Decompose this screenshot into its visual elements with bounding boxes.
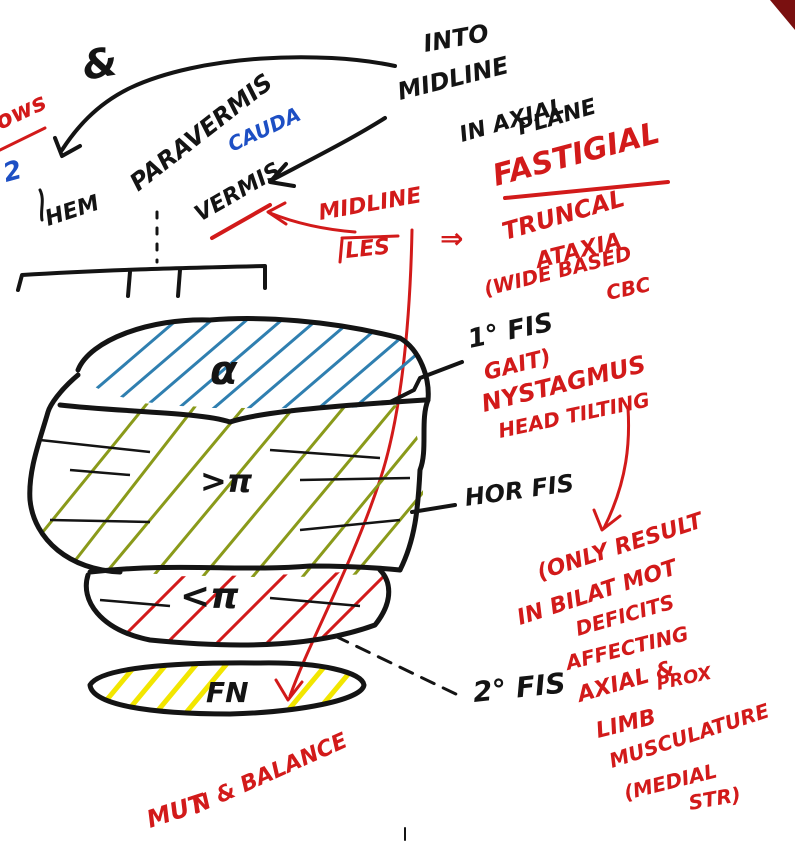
horizontal-fissure-label: HOR FIS: [463, 469, 576, 512]
fastigial-line-4: CBC: [604, 272, 653, 305]
into-label: INTO: [421, 19, 491, 58]
zone-bracket: [18, 266, 265, 290]
balance-label: N & BALANCE: [188, 729, 351, 820]
fn-label: FN: [206, 676, 249, 709]
double-arrow: ⇒: [440, 222, 463, 255]
above-pi-label: >π: [200, 462, 253, 500]
bracket-tick-1: [128, 272, 130, 296]
secondary-fissure-dashes: [335, 636, 460, 696]
long-arrow-to-fn: [290, 230, 412, 696]
hem-connector: [40, 190, 42, 220]
midline-lesion-label: MIDLINE: [317, 183, 424, 226]
left-blue-label: 2: [0, 155, 25, 189]
vermis-label: VERMIS: [191, 158, 286, 227]
midline-top-label: MIDLINE: [395, 51, 512, 106]
alpha-label: α: [210, 348, 238, 394]
ampersand-label: &: [79, 38, 121, 89]
hem-label: HEM: [42, 191, 102, 232]
horizontal-fissure-line: [90, 566, 400, 572]
below-pi-label: <π: [180, 576, 239, 617]
bracket-tick-2: [178, 270, 180, 296]
arrow-to-result: [604, 408, 629, 528]
secondary-fissure-label: 2° FIS: [471, 666, 567, 709]
board-corner-shadow: [770, 0, 795, 30]
